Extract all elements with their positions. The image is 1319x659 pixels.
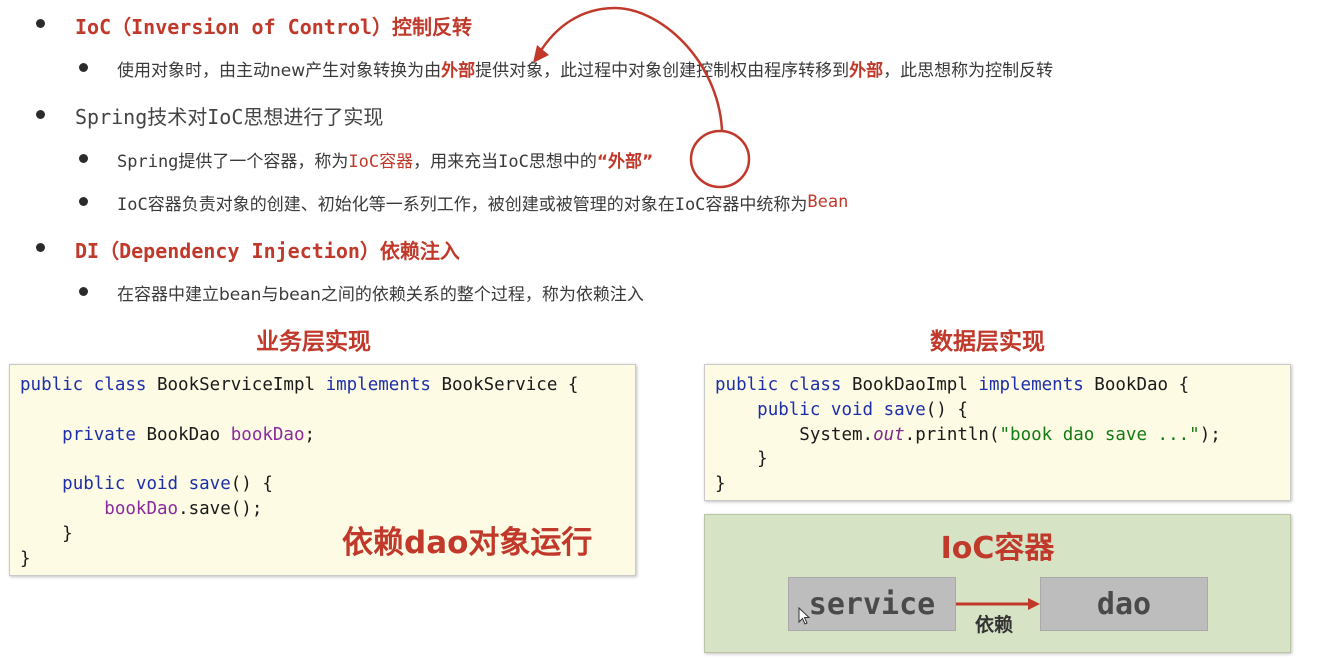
dao-code-block: public class BookDaoImpl implements Book… — [704, 364, 1291, 501]
text-segment: ，此思想称为控制反转 — [883, 60, 1054, 81]
service-layer-title: 业务层实现 — [256, 329, 371, 355]
code-field: bookDao — [230, 424, 305, 445]
code-field: bookDao — [104, 498, 179, 519]
code-text: .println( — [904, 424, 1000, 445]
spring-heading-text: Spring技术对IoC思想进行了实现 — [75, 104, 384, 129]
code-string: "book dao save ..." — [999, 424, 1200, 445]
code-text: } — [757, 449, 768, 470]
dependency-arrow-label: 依赖 — [975, 614, 1014, 636]
service-code: public class BookServiceImpl implements … — [20, 373, 635, 571]
code-text: } — [62, 523, 73, 544]
code-method: save — [883, 399, 926, 420]
text-segment: 提供对象，此过程中对象创建控制权由程序转移到 — [475, 60, 850, 81]
bullet-dot — [36, 19, 45, 28]
code-keyword: public class — [20, 375, 147, 395]
bullet-container-bean: IoC容器负责对象的创建、初始化等一系列工作，被创建或被管理的对象在IoC容器中… — [117, 188, 848, 216]
bullet-dot — [79, 197, 88, 206]
bullet-di-heading: DI（Dependency Injection） 依赖注入 — [75, 234, 460, 264]
code-text: } — [715, 474, 726, 495]
bullet-dot — [79, 287, 88, 296]
code-text: } — [20, 548, 31, 569]
code-text: ); — [1199, 424, 1221, 445]
code-text: BookDaoImpl — [841, 375, 979, 395]
code-text: BookService { — [430, 375, 579, 395]
bullet-dot — [79, 154, 88, 163]
code-keyword: public void — [757, 399, 874, 420]
code-keyword: private — [62, 424, 136, 445]
code-text: System. — [799, 424, 874, 445]
code-keyword: public void — [62, 474, 179, 495]
service-block: service — [788, 577, 956, 631]
mouse-cursor-icon — [798, 607, 811, 625]
di-term: DI（Dependency Injection） — [75, 238, 380, 263]
code-text: BookDao { — [1083, 375, 1190, 395]
bullet-dot — [36, 243, 45, 252]
code-text: BookServiceImpl — [146, 375, 326, 395]
bullet-ioc-heading: IoC（Inversion of Control） 控制反转 — [75, 10, 472, 40]
dependency-annotation: 依赖dao对象运行 — [342, 525, 593, 561]
ioc-container-diagram: IoC容器 service dao 依赖 — [704, 514, 1291, 653]
bullet-di-definition: 在容器中建立bean与bean之间的依赖关系的整个过程，称为依赖注入 — [117, 278, 644, 306]
highlight-external-quoted: “外部” — [596, 151, 654, 172]
bullet-ioc-definition: 使用对象时，由主动new产生对象转换为由 外部 提供对象，此过程中对象创建控制权… — [117, 54, 1053, 82]
code-text: BookDao — [135, 424, 231, 445]
ioc-container-title: IoC容器 — [940, 531, 1055, 566]
code-text: () { — [230, 474, 273, 495]
dao-block: dao — [1040, 577, 1208, 631]
code-text: .save(); — [178, 498, 263, 519]
bullet-dot — [79, 63, 88, 72]
text-segment: 在容器中建立bean与bean之间的依赖关系的整个过程，称为依赖注入 — [117, 284, 644, 305]
highlight-external: 外部 — [441, 60, 476, 81]
text-segment: Spring提供了一个容器，称为 — [117, 151, 349, 172]
bullet-spring-heading: Spring技术对IoC思想进行了实现 — [75, 100, 383, 130]
bullet-dot — [36, 110, 45, 119]
text-segment: IoC容器负责对象的创建、初始化等一系列工作，被创建或被管理的对象在IoC容器中… — [117, 194, 808, 215]
highlight-external: 外部 — [849, 60, 884, 81]
code-keyword: implements — [325, 375, 431, 395]
dao-code: public class BookDaoImpl implements Book… — [715, 373, 1290, 497]
highlight-bean: Bean — [807, 192, 849, 212]
text-segment: 使用对象时，由主动new产生对象转换为由 — [117, 60, 442, 81]
dependency-arrow — [956, 598, 1040, 610]
ioc-term: IoC（Inversion of Control） — [75, 14, 392, 39]
ioc-term-cn: 控制反转 — [391, 14, 472, 39]
code-method: save — [188, 474, 231, 495]
code-text: ; — [304, 424, 316, 445]
text-segment: ，用来充当IoC思想中的 — [413, 151, 597, 172]
code-static-field: out — [873, 424, 905, 445]
di-term-cn: 依赖注入 — [379, 238, 460, 263]
highlight-ioc-container: IoC容器 — [348, 151, 414, 172]
code-keyword: implements — [978, 375, 1084, 395]
code-keyword: public class — [715, 375, 842, 395]
highlight-circle — [689, 129, 751, 189]
dao-layer-title: 数据层实现 — [930, 329, 1045, 355]
bullet-spring-container: Spring提供了一个容器，称为 IoC容器 ，用来充当IoC思想中的 “外部” — [117, 145, 653, 173]
service-code-block: public class BookServiceImpl implements … — [9, 364, 636, 576]
code-text: () { — [925, 399, 968, 420]
